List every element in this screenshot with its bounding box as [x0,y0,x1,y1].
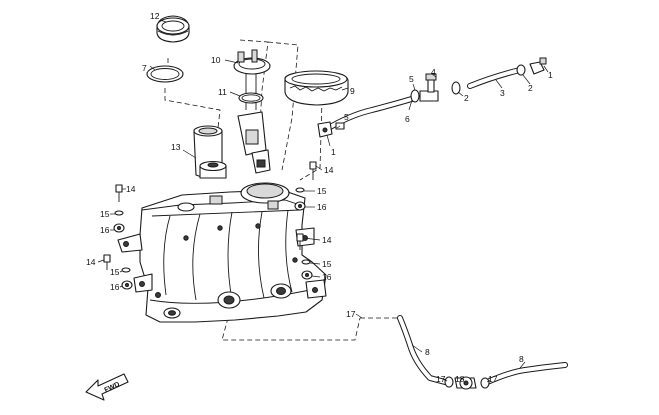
leader-lines [97,19,549,383]
pump-lock-ring [284,70,349,106]
callout-16-left-upper: 16 [100,225,110,235]
callout-7: 7 [142,63,147,73]
callout-2-left: 2 [464,93,469,103]
callout-14-left-lower: 14 [86,257,96,267]
callout-5-right: 5 [409,74,414,84]
callout-3: 3 [500,88,505,98]
mounting-hardware [103,161,317,290]
callout-16-right-lower: 16 [322,272,332,282]
callout-14-left-upper: 14 [126,184,136,194]
callout-18: 18 [455,374,465,384]
fuel-pump-assembly [233,49,271,174]
callout-17-left: 17 [436,374,446,384]
callout-14-right-lower: 14 [322,235,332,245]
forward-arrow-icon: FWD [85,373,129,401]
breather-hose-assembly [397,315,568,390]
callout-1-right: 1 [548,70,553,80]
callout-16-right-upper: 16 [317,202,327,212]
callout-2-right: 2 [528,83,533,93]
callout-6: 6 [405,114,410,124]
callout-16-left-lower: 16 [110,282,120,292]
callout-8-left: 8 [425,347,430,357]
callout-15-right-lower: 15 [322,259,332,269]
callout-11: 11 [218,87,227,97]
vent-hose-assembly [317,57,547,138]
callout-9: 9 [350,86,355,96]
cap-seal-ring [146,65,184,83]
callout-14-right-upper: 14 [324,165,334,175]
callout-15-right-upper: 15 [317,186,327,196]
callout-10: 10 [211,55,221,65]
callout-labels: 12 7 10 11 9 13 14 15 16 14 15 16 14 15 … [86,11,553,384]
callout-5-left: 5 [344,112,349,122]
callout-13: 13 [171,142,181,152]
callout-15-left-upper: 15 [100,209,110,219]
callout-8-right: 8 [519,354,524,364]
fuel-tank [117,125,327,323]
callout-15-left-lower: 15 [110,267,120,277]
callout-17-dashed: 17 [346,309,356,319]
callout-17-right: 17 [488,374,498,384]
fuel-cap [156,15,190,43]
callout-12: 12 [150,11,160,21]
callout-4: 4 [431,67,436,77]
callout-1-left: 1 [331,147,336,157]
